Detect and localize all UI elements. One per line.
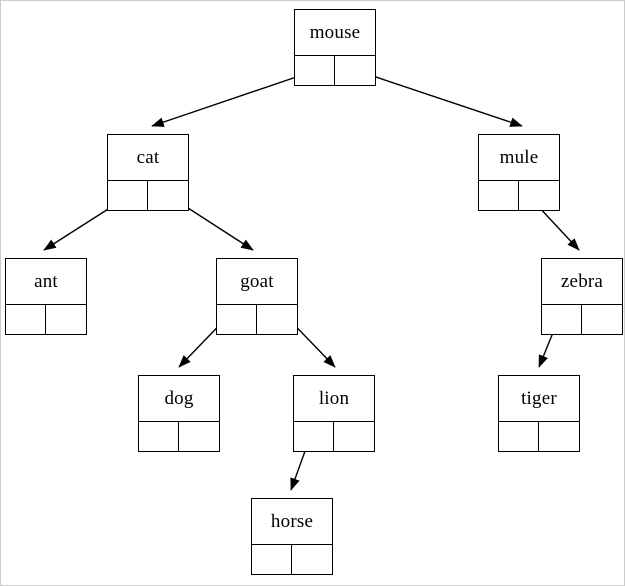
left-pointer-cell-dog[interactable] [139,422,179,451]
left-pointer-cell-mouse[interactable] [295,56,335,85]
tree-node-ant[interactable]: ant [5,258,87,335]
tree-node-cat[interactable]: cat [107,134,189,211]
node-label-ant: ant [6,259,86,305]
node-label-mule: mule [479,135,559,181]
tree-node-lion[interactable]: lion [293,375,375,452]
node-pointers-zebra [542,305,622,334]
node-label-tiger: tiger [499,376,579,422]
tree-node-mouse[interactable]: mouse [294,9,376,86]
node-label-goat: goat [217,259,297,305]
right-pointer-cell-cat[interactable] [148,181,188,210]
right-pointer-cell-mule[interactable] [519,181,559,210]
right-pointer-cell-lion[interactable] [334,422,374,451]
left-pointer-cell-zebra[interactable] [542,305,582,334]
node-label-zebra: zebra [542,259,622,305]
right-pointer-cell-mouse[interactable] [335,56,375,85]
tree-node-tiger[interactable]: tiger [498,375,580,452]
tree-node-mule[interactable]: mule [478,134,560,211]
tree-node-goat[interactable]: goat [216,258,298,335]
right-pointer-cell-zebra[interactable] [582,305,622,334]
right-pointer-cell-dog[interactable] [179,422,219,451]
tree-node-zebra[interactable]: zebra [541,258,623,335]
node-pointers-mule [479,181,559,210]
node-pointers-tiger [499,422,579,451]
node-pointers-dog [139,422,219,451]
node-pointers-ant [6,305,86,334]
node-pointers-mouse [295,56,375,85]
edge-mouse-left-to-cat [151,70,315,127]
left-pointer-cell-horse[interactable] [252,545,292,574]
edge-mouse-right-to-mule [357,70,523,127]
left-pointer-cell-lion[interactable] [294,422,334,451]
node-pointers-cat [108,181,188,210]
left-pointer-cell-goat[interactable] [217,305,257,334]
left-pointer-cell-ant[interactable] [6,305,46,334]
left-pointer-cell-cat[interactable] [108,181,148,210]
right-pointer-cell-horse[interactable] [292,545,332,574]
node-pointers-horse [252,545,332,574]
tree-node-horse[interactable]: horse [251,498,333,575]
node-label-horse: horse [252,499,332,545]
right-pointer-cell-tiger[interactable] [539,422,579,451]
node-label-cat: cat [108,135,188,181]
node-pointers-goat [217,305,297,334]
node-pointers-lion [294,422,374,451]
node-label-lion: lion [294,376,374,422]
right-pointer-cell-goat[interactable] [257,305,297,334]
node-label-mouse: mouse [295,10,375,56]
left-pointer-cell-tiger[interactable] [499,422,539,451]
right-pointer-cell-ant[interactable] [46,305,86,334]
left-pointer-cell-mule[interactable] [479,181,519,210]
node-label-dog: dog [139,376,219,422]
tree-node-dog[interactable]: dog [138,375,220,452]
